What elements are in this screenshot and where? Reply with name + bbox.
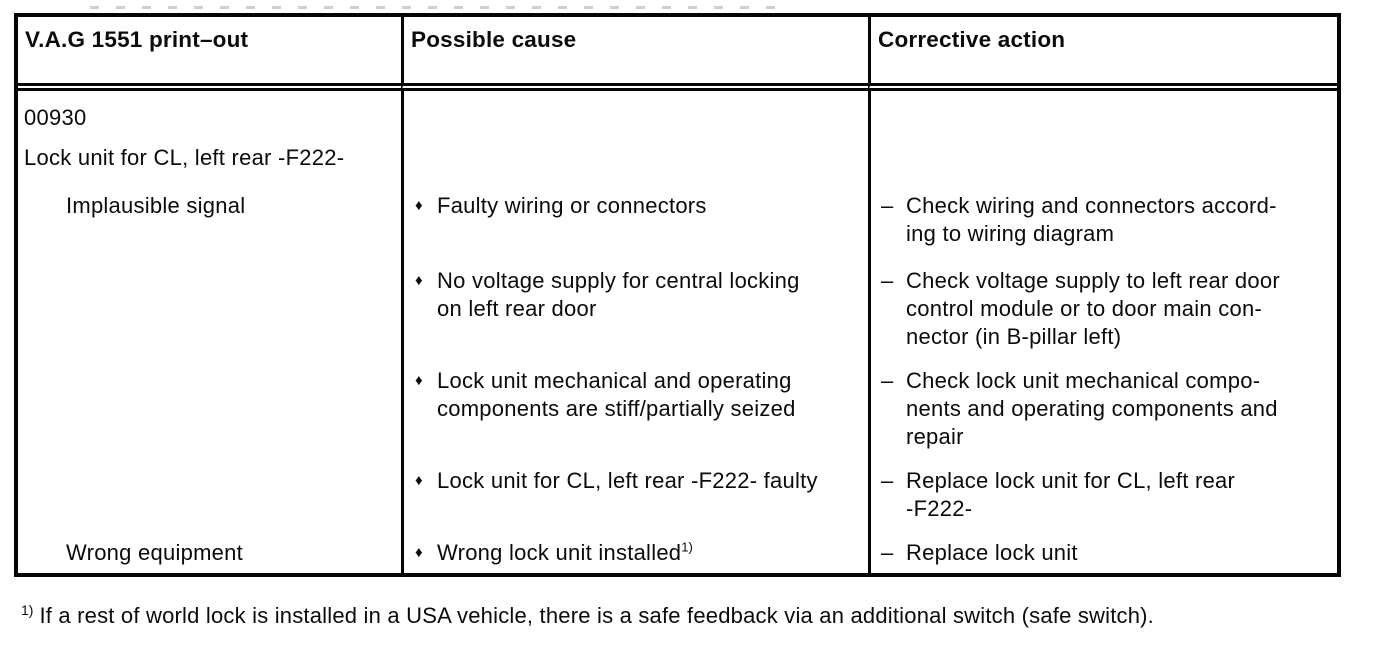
cause-text: Faulty wiring or connectors: [437, 193, 707, 218]
footnote: 1) If a rest of world lock is installed i…: [21, 603, 1154, 629]
cause-item: ♦ Faulty wiring or connectors: [404, 192, 864, 220]
diamond-bullet-icon: ♦: [415, 472, 423, 489]
action-item: – Check voltage supply to left rear door…: [871, 267, 1333, 351]
fault-name: Lock unit for CL, left rear -F222-: [24, 145, 345, 170]
action-text: Check lock unit mechanical compo- nents …: [906, 368, 1278, 449]
cause-text: No voltage supply for central locking on…: [437, 268, 800, 321]
footnote-marker: 1): [21, 601, 34, 618]
symptom-wrong-equipment: Wrong equipment: [66, 540, 243, 565]
dash-bullet-icon: –: [881, 540, 894, 565]
action-text: Check wiring and connectors accord- ing …: [906, 193, 1277, 246]
dash-bullet-icon: –: [881, 193, 894, 218]
action-text: Check voltage supply to left rear door c…: [906, 268, 1280, 349]
action-text: Replace lock unit: [906, 540, 1078, 565]
action-item: – Replace lock unit: [871, 539, 1333, 567]
diamond-bullet-icon: ♦: [415, 197, 423, 214]
action-column: – Check wiring and connectors accord- in…: [868, 91, 1337, 573]
cause-item: ♦ Lock unit mechanical and operating com…: [404, 367, 864, 423]
cause-text: Lock unit for CL, left rear -F222- fault…: [437, 468, 818, 493]
cause-item: ♦ Lock unit for CL, left rear -F222- fau…: [404, 467, 864, 495]
cause-column: ♦ Faulty wiring or connectors ♦ No volta…: [401, 91, 868, 573]
fault-table: V.A.G 1551 print–out Possible cause Corr…: [14, 13, 1341, 577]
diamond-bullet-icon: ♦: [415, 544, 423, 561]
cause-text: Wrong lock unit installed1): [437, 539, 693, 567]
action-item: – Replace lock unit for CL, left rear -F…: [871, 467, 1333, 523]
footnote-reference: 1): [681, 539, 693, 555]
cause-text: Lock unit mechanical and operating compo…: [437, 368, 796, 421]
footnote-text: If a rest of world lock is installed in …: [39, 603, 1154, 628]
dash-bullet-icon: –: [881, 268, 894, 293]
column-header-printout: V.A.G 1551 print–out: [18, 17, 401, 91]
symptom-implausible-signal: Implausible signal: [66, 193, 246, 218]
action-item: – Check wiring and connectors accord- in…: [871, 192, 1333, 248]
column-header-possible-cause: Possible cause: [401, 17, 868, 91]
diamond-bullet-icon: ♦: [415, 272, 423, 289]
fault-code: 00930: [24, 105, 87, 130]
dash-bullet-icon: –: [881, 368, 894, 393]
diamond-bullet-icon: ♦: [415, 372, 423, 389]
cause-item: ♦ Wrong lock unit installed1): [404, 539, 864, 567]
action-item: – Check lock unit mechanical compo- nent…: [871, 367, 1333, 451]
printout-column: 00930 Lock unit for CL, left rear -F222-…: [18, 91, 401, 573]
action-text: Replace lock unit for CL, left rear -F22…: [906, 468, 1236, 521]
cause-item: ♦ No voltage supply for central locking …: [404, 267, 864, 323]
dash-bullet-icon: –: [881, 468, 894, 493]
column-header-corrective-action: Corrective action: [868, 17, 1337, 91]
scan-artifact: [90, 6, 790, 9]
cause-text-main: Wrong lock unit installed: [437, 540, 682, 565]
